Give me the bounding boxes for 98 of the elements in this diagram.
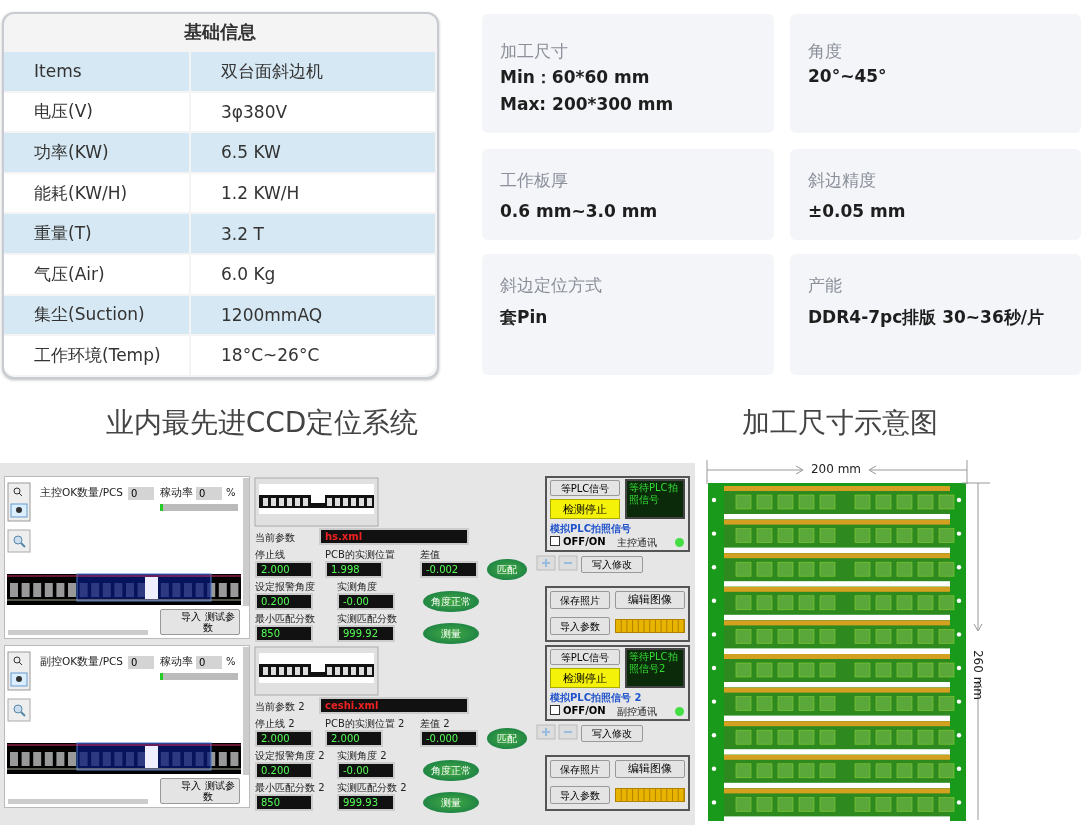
field-label: 设定报警角度 2	[255, 749, 325, 763]
counter-field: 0	[128, 656, 154, 669]
value-display: 999.92	[337, 625, 395, 642]
push-button: 导入参数	[550, 617, 610, 635]
card-value: 0.6 mm~3.0 mm	[500, 201, 658, 221]
table-cell: 6.0 Kg	[191, 255, 435, 294]
field-label: 当前参数	[255, 531, 295, 545]
value-display: 0.200	[255, 593, 313, 610]
table-cell: 1200mmAQ	[191, 295, 435, 335]
table-cell: 气压(Air)	[4, 255, 189, 294]
table-cell: Items	[4, 52, 189, 91]
field-label: 稼动率	[160, 486, 193, 500]
push-button: 保存照片	[550, 760, 610, 778]
checkbox: OFF/ON	[550, 705, 606, 716]
table-cell: 工作环境(Temp)	[4, 336, 189, 375]
card-value: Min：60*60 mm	[500, 66, 650, 89]
status-label: 模拟PLC拍照信号 2	[550, 691, 642, 705]
card-heading: 角度	[808, 40, 842, 63]
field-label: %	[226, 656, 236, 667]
card-heading: 斜边精度	[808, 169, 876, 192]
value-display: -0.000	[420, 730, 478, 747]
counter-field: 0	[128, 487, 154, 500]
value-display: 2.000	[255, 730, 313, 747]
section-heading: 加工尺寸示意图	[741, 405, 939, 441]
value-display: -0.00	[337, 762, 395, 779]
card-value: ±0.05 mm	[808, 201, 906, 221]
push-button: 等PLC信号	[550, 649, 620, 665]
field-label: PCB的实测位置 2	[325, 717, 405, 731]
value-display: 850	[255, 625, 313, 642]
value-display: 1.998	[325, 561, 383, 578]
field-label: 实测角度	[337, 580, 377, 594]
card-value: DDR4-7pc排版 30~36秒/片	[808, 306, 1044, 329]
field-label: 实测匹配分数	[337, 612, 397, 626]
status-display: 等待PLC拍照信号2	[625, 648, 685, 688]
push-button: 保存照片	[550, 591, 610, 609]
field-label: 主控通讯	[617, 536, 657, 550]
field-label: 停止线	[255, 548, 285, 562]
value-display: 0.200	[255, 762, 313, 779]
push-button: 写入修改	[581, 556, 643, 573]
push-button: 导入 测试参数	[160, 609, 240, 635]
table-cell: 功率(KW)	[4, 133, 189, 172]
table-cell: 6.5 KW	[191, 133, 435, 172]
push-button: 导入参数	[550, 786, 610, 804]
value-display: 850	[255, 794, 313, 811]
field-label: %	[226, 487, 236, 498]
table-cell: 能耗(KW/H)	[4, 173, 189, 213]
file-name-display: hs.xml	[319, 528, 469, 545]
file-name-display: ceshi.xml	[319, 697, 469, 714]
card-value: 20°~45°	[808, 66, 887, 86]
section-heading: 业内最先进CCD定位系统	[104, 405, 420, 441]
table-cell: 3φ380V	[191, 92, 435, 132]
field-label: 实测匹配分数 2	[337, 781, 407, 795]
field-label: 差值	[420, 548, 440, 562]
field-label: 设定报警角度	[255, 580, 315, 594]
card-heading: 产能	[808, 274, 842, 297]
card-heading: 加工尺寸	[500, 40, 568, 63]
status-display: 等待PLC拍照信号	[625, 479, 685, 519]
field-label: 主控OK数量/PCS	[40, 486, 124, 500]
card-heading: 斜边定位方式	[500, 274, 602, 297]
card-heading: 工作板厚	[500, 169, 568, 192]
field-label: 副控OK数量/PCS	[40, 655, 124, 669]
field-label: 最小匹配分数 2	[255, 781, 325, 795]
push-button: 写入修改	[581, 725, 643, 742]
push-button: 编辑图像	[615, 591, 685, 609]
value-display: -0.00	[337, 593, 395, 610]
table-cell: 1.2 KW/H	[191, 173, 435, 213]
field-label: 差值 2	[420, 717, 450, 731]
status-button: 检测停止	[550, 668, 620, 688]
value-display: -0.002	[420, 561, 478, 578]
value-display: 2.000	[325, 730, 383, 747]
field-label: 最小匹配分数	[255, 612, 315, 626]
counter-field: 0	[196, 487, 222, 500]
table-cell: 18°C~26°C	[191, 336, 435, 375]
value-display: 999.93	[337, 794, 395, 811]
dimension-label: 200 mm	[809, 462, 863, 476]
table-cell: 重量(T)	[4, 214, 189, 253]
table-cell: 双台面斜边机	[191, 52, 435, 91]
push-button: 编辑图像	[615, 760, 685, 778]
field-label: 实测角度 2	[337, 749, 387, 763]
counter-field: 0	[196, 656, 222, 669]
push-button: 导入 测试参数	[160, 778, 240, 804]
field-label: 停止线 2	[255, 717, 295, 731]
push-button: 等PLC信号	[550, 480, 620, 496]
table-cell: 集尘(Suction)	[4, 295, 189, 335]
status-button: 检测停止	[550, 499, 620, 519]
checkbox: OFF/ON	[550, 536, 606, 547]
value-display: 2.000	[255, 561, 313, 578]
field-label: 当前参数 2	[255, 700, 305, 714]
dimension-label: 260 mm	[971, 648, 985, 703]
field-label: 稼动率	[160, 655, 193, 669]
field-label: 副控通讯	[617, 705, 657, 719]
table-cell: 3.2 T	[191, 214, 435, 253]
field-label: PCB的实测位置	[325, 548, 395, 562]
card-value: 套Pin	[500, 306, 548, 329]
card-value: Max: 200*300 mm	[500, 94, 674, 114]
table-cell: 电压(V)	[4, 92, 189, 132]
status-label: 模拟PLC拍照信号	[550, 522, 632, 536]
table-title: 基础信息	[183, 20, 257, 44]
